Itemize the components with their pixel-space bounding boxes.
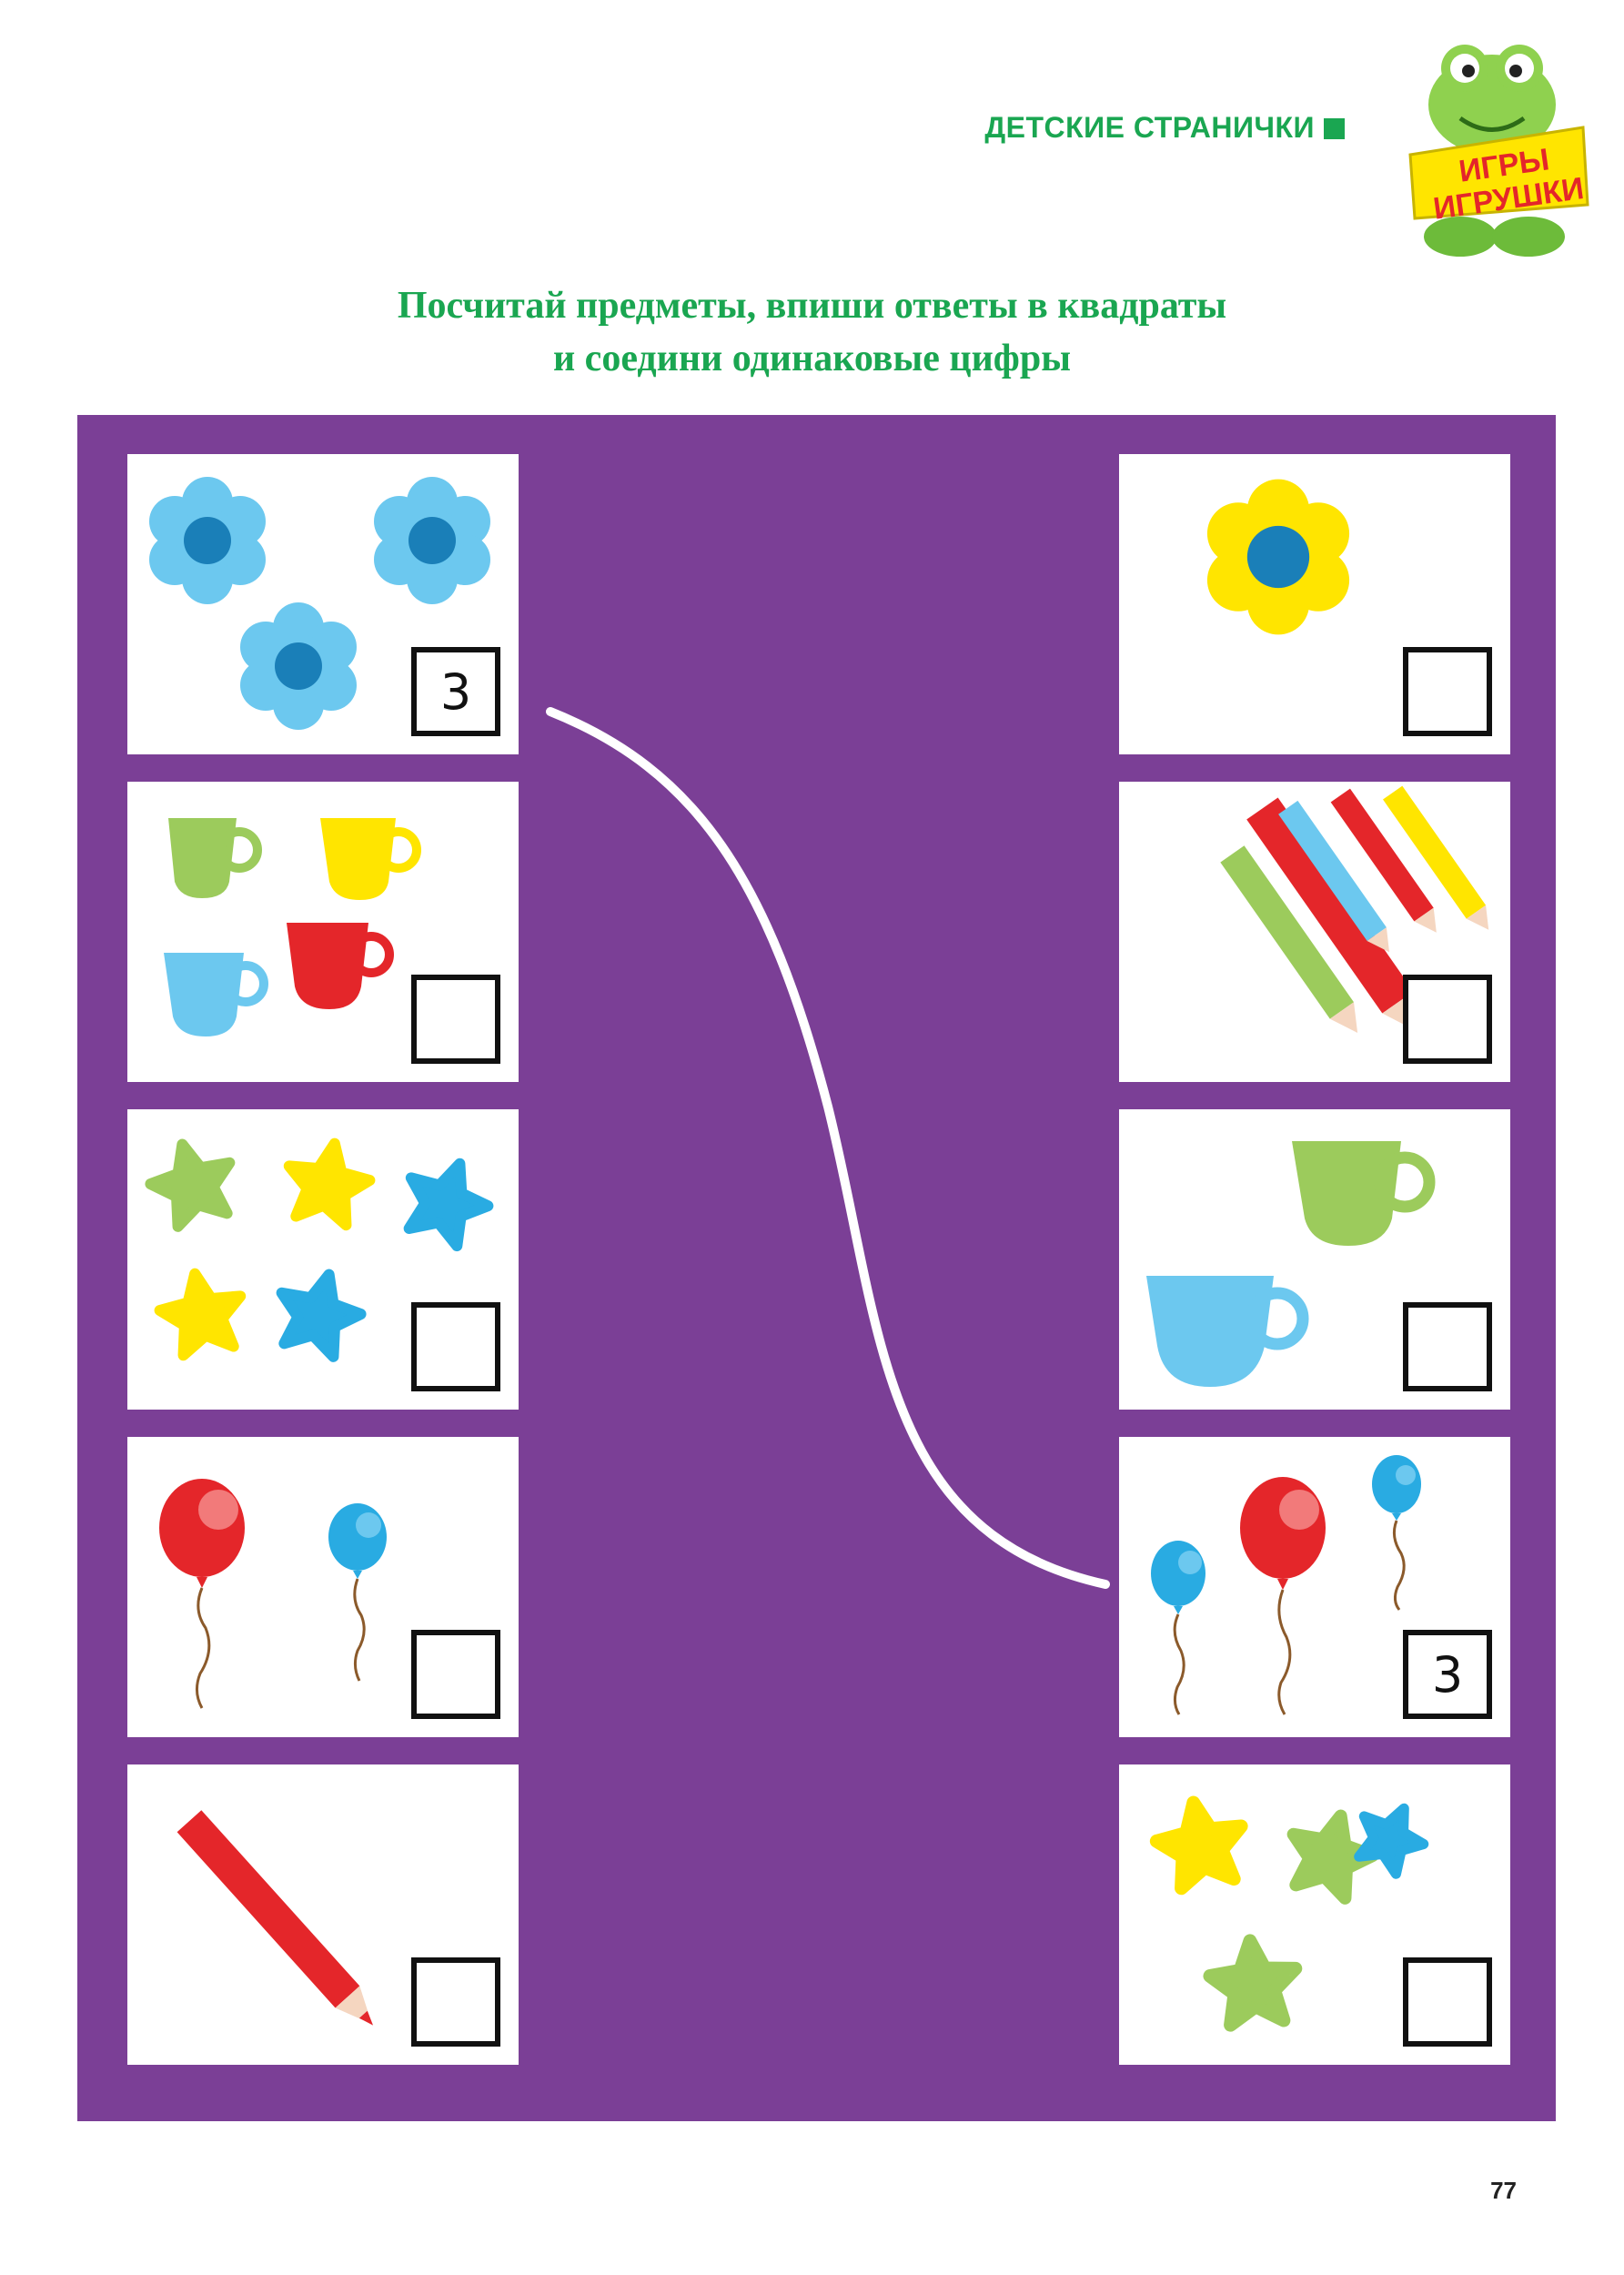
balloon-icon	[1151, 1541, 1205, 1715]
answer-box[interactable]	[411, 975, 500, 1064]
answer-box[interactable]	[1403, 1302, 1492, 1391]
answer-box[interactable]: 3	[1403, 1630, 1492, 1719]
cup-icon	[287, 923, 394, 1009]
balloon-icon	[1240, 1477, 1326, 1715]
answer-box[interactable]	[1403, 647, 1492, 736]
balloon-icon	[1372, 1455, 1421, 1611]
answer-box[interactable]	[411, 1630, 500, 1719]
answer-box[interactable]	[1403, 1957, 1492, 2047]
answer-box[interactable]	[411, 1957, 500, 2047]
pencil-icon	[177, 1810, 374, 2026]
right-card-pencils[interactable]	[1119, 782, 1510, 1082]
frog-mascot-icon: ИГРЫ ИГРУШКИ	[1408, 45, 1589, 257]
cups-illustration	[1146, 1141, 1436, 1387]
game-board: 3	[77, 415, 1556, 2121]
flower-icon	[149, 477, 266, 604]
left-card-balloons[interactable]	[127, 1437, 519, 1737]
instruction-line-1: Посчитай предметы, впиши ответы в квадра…	[397, 285, 1227, 327]
star-icon	[269, 1264, 368, 1360]
balloons-illustration	[1151, 1455, 1421, 1715]
balloons-illustration	[159, 1479, 387, 1709]
pencils-illustration	[1220, 785, 1489, 1034]
pencil-icon	[1383, 785, 1489, 930]
right-card-flower[interactable]	[1119, 454, 1510, 754]
pencil-icon	[1330, 788, 1437, 933]
flower-icon	[374, 477, 490, 604]
flower-icon	[1206, 479, 1350, 635]
flower-illustration	[1206, 479, 1350, 635]
cup-icon	[1146, 1276, 1309, 1387]
balloon-icon	[328, 1503, 387, 1682]
right-card-balloons[interactable]: 3	[1119, 1437, 1510, 1737]
cup-icon	[164, 953, 268, 1036]
section-label: ДЕТСКИЕ СТРАНИЧКИ	[984, 111, 1315, 144]
left-card-flowers[interactable]: 3	[127, 454, 519, 754]
star-icon	[143, 1134, 242, 1230]
left-card-stars[interactable]	[127, 1109, 519, 1410]
right-card-stars[interactable]	[1119, 1764, 1510, 2065]
page-number: 77	[1490, 2177, 1517, 2204]
pencil-icon	[1220, 845, 1358, 1034]
pencil-icon	[1278, 800, 1390, 953]
cup-icon	[1292, 1141, 1436, 1246]
star-icon	[1151, 1795, 1250, 1891]
flower-icon	[240, 602, 357, 730]
section-marker	[1324, 118, 1345, 139]
cups-illustration	[164, 818, 421, 1036]
balloon-icon	[159, 1479, 245, 1709]
cup-icon	[168, 818, 262, 898]
answer-box[interactable]	[411, 1302, 500, 1391]
left-card-cups[interactable]	[127, 782, 519, 1082]
pencil-illustration	[177, 1810, 374, 2026]
right-card-cups[interactable]	[1119, 1109, 1510, 1410]
answer-box[interactable]: 3	[411, 647, 500, 736]
star-icon	[155, 1267, 249, 1358]
star-icon	[281, 1137, 376, 1228]
instruction-line-2: и соедини одинаковые цифры	[552, 338, 1072, 379]
star-icon	[395, 1149, 499, 1251]
star-icon	[1207, 1937, 1300, 2027]
answer-box[interactable]	[1403, 975, 1492, 1064]
cup-icon	[320, 818, 421, 900]
left-card-pencil[interactable]	[127, 1764, 519, 2065]
